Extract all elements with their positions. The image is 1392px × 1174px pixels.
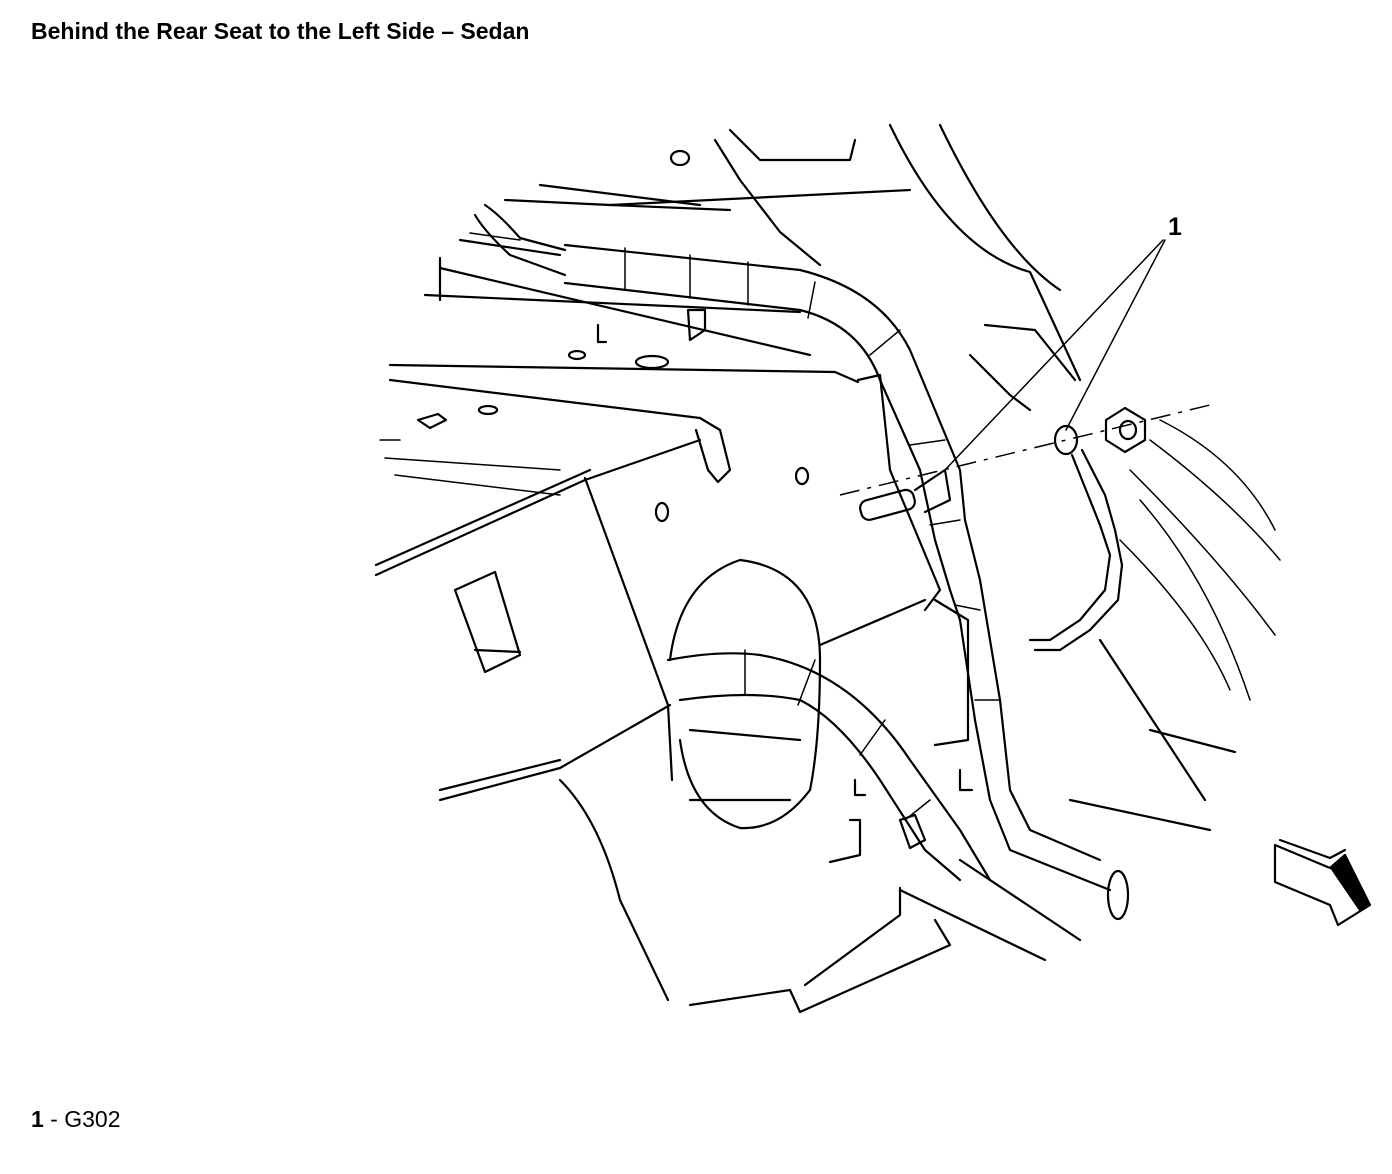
callout-1-leaders <box>944 239 1166 471</box>
lower-panel-outline <box>438 466 952 1014</box>
legend-entry-1: 1 - G302 <box>31 1106 121 1133</box>
legend-number: 1 <box>31 1106 44 1132</box>
diagram-title: Behind the Rear Seat to the Left Side – … <box>31 18 530 44</box>
callout-1-label: 1 <box>1168 213 1182 241</box>
quarter-panel-outline <box>608 123 1281 962</box>
ground-g302-assembly <box>686 308 1211 864</box>
direction-arrow-icon <box>1273 838 1372 927</box>
legend-separator: - <box>43 1106 65 1132</box>
wiring-harness <box>473 203 1130 921</box>
legend-label: G302 <box>64 1106 121 1132</box>
upper-panel-outline <box>374 149 860 577</box>
